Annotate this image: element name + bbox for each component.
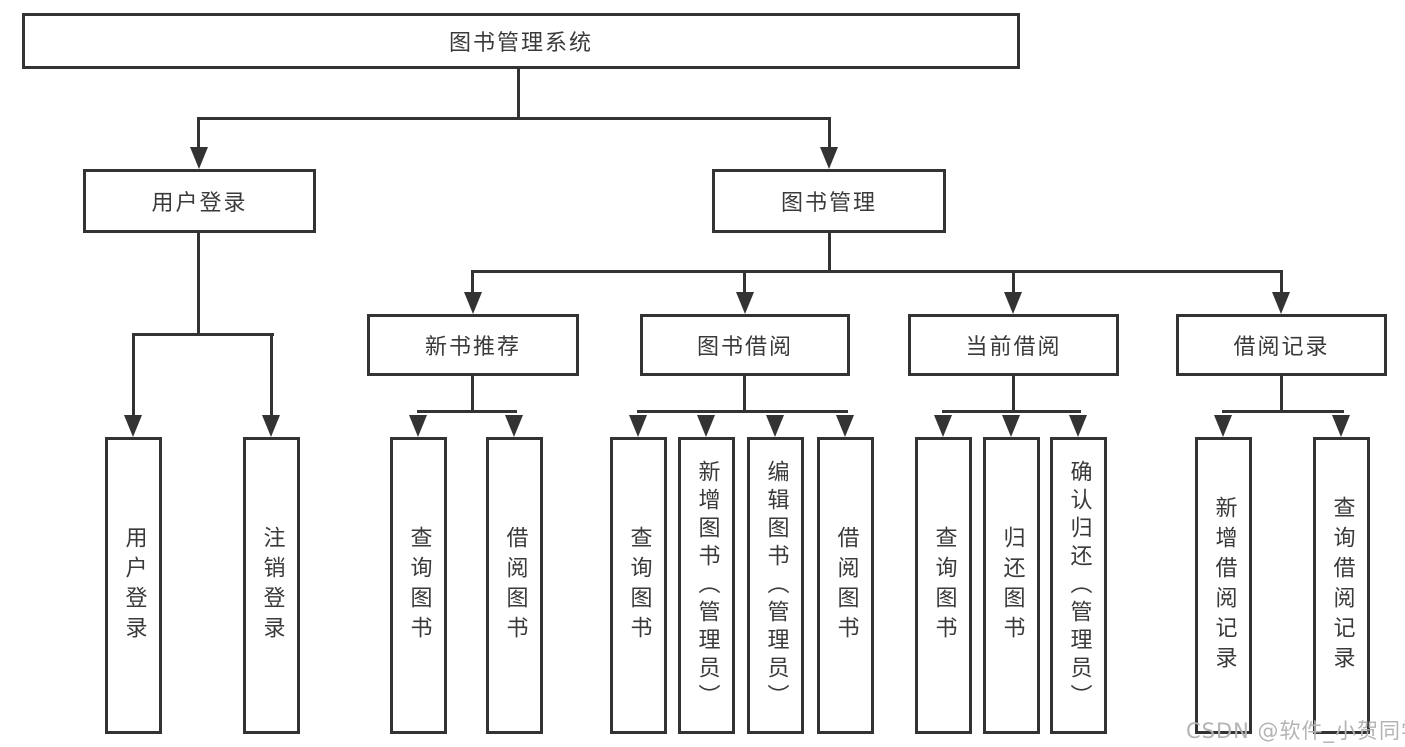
- arrow-down-icon: [464, 292, 482, 314]
- node-new-book-recommend: 新书推荐: [367, 314, 579, 376]
- leaf-edit-book-admin-label: 编辑图书（管理员）: [763, 459, 789, 712]
- connector-line: [1280, 376, 1283, 412]
- connector-line: [517, 69, 520, 119]
- leaf-return-books: 归还图书: [983, 437, 1040, 734]
- watermark: CSDN @软件_小贺同学: [1186, 719, 1405, 743]
- connector-line: [197, 233, 200, 335]
- arrow-down-icon: [1332, 415, 1350, 437]
- node-new-book-recommend-label: 新书推荐: [424, 335, 521, 360]
- arrow-down-icon: [124, 415, 142, 437]
- connector-line: [471, 270, 474, 296]
- node-book-management-label: 图书管理: [780, 191, 877, 216]
- arrow-down-icon: [1069, 415, 1087, 437]
- leaf-user-login-label: 用户登录: [121, 525, 147, 646]
- connector-line: [197, 117, 200, 150]
- connector-line: [1222, 410, 1344, 413]
- arrow-down-icon: [1214, 415, 1232, 437]
- leaf-edit-book-admin: 编辑图书（管理员）: [747, 437, 804, 734]
- arrow-down-icon: [409, 415, 427, 437]
- leaf-user-login: 用户登录: [105, 437, 162, 734]
- leaf-add-book-admin: 新增图书（管理员）: [678, 437, 735, 734]
- arrow-down-icon: [766, 415, 784, 437]
- connector-line: [1280, 270, 1283, 296]
- connector-line: [417, 410, 517, 413]
- leaf-query-books-recommend-label: 查询图书: [406, 525, 432, 646]
- connector-line: [743, 270, 746, 296]
- leaf-add-book-admin-label: 新增图书（管理员）: [694, 459, 720, 712]
- node-book-borrowing-label: 图书借阅: [696, 335, 793, 360]
- leaf-borrow-books-borrowing-label: 借阅图书: [833, 525, 859, 646]
- leaf-query-books-current: 查询图书: [915, 437, 972, 734]
- leaf-query-books-borrowing-label: 查询图书: [626, 525, 652, 646]
- node-borrow-records: 借阅记录: [1176, 314, 1387, 376]
- leaf-logout-label: 注销登录: [259, 525, 285, 646]
- arrow-down-icon: [190, 147, 208, 169]
- connector-line: [471, 376, 474, 412]
- node-book-borrowing: 图书借阅: [640, 314, 850, 376]
- arrow-down-icon: [1004, 292, 1022, 314]
- leaf-return-books-label: 归还图书: [999, 525, 1025, 646]
- connector-line: [471, 270, 1283, 273]
- leaf-add-borrow-record: 新增借阅记录: [1195, 437, 1252, 734]
- arrow-down-icon: [1002, 415, 1020, 437]
- leaf-borrow-books-recommend-label: 借阅图书: [502, 525, 528, 646]
- leaf-query-borrow-record-label: 查询借阅记录: [1329, 495, 1355, 676]
- connector-line: [743, 376, 746, 412]
- arrow-down-icon: [836, 415, 854, 437]
- node-root: 图书管理系统: [22, 13, 1020, 69]
- connector-line: [1012, 270, 1015, 296]
- node-borrow-records-label: 借阅记录: [1233, 335, 1330, 360]
- arrow-down-icon: [505, 415, 523, 437]
- node-root-label: 图书管理系统: [448, 31, 593, 56]
- leaf-query-books-recommend: 查询图书: [390, 437, 447, 734]
- leaf-confirm-return-admin-label: 确认归还（管理员）: [1066, 459, 1092, 712]
- leaf-borrow-books-borrowing: 借阅图书: [817, 437, 874, 734]
- connector-line: [132, 333, 135, 418]
- connector-line: [828, 117, 831, 150]
- leaf-query-borrow-record: 查询借阅记录: [1313, 437, 1370, 734]
- node-book-management: 图书管理: [712, 169, 946, 233]
- node-user-login-label: 用户登录: [151, 191, 248, 216]
- connector-line: [1012, 376, 1015, 412]
- node-user-login: 用户登录: [83, 169, 316, 233]
- leaf-query-books-current-label: 查询图书: [931, 525, 957, 646]
- connector-line: [828, 233, 831, 272]
- connector-line: [942, 410, 1081, 413]
- connector-line: [270, 333, 273, 418]
- leaf-borrow-books-recommend: 借阅图书: [486, 437, 543, 734]
- arrow-down-icon: [697, 415, 715, 437]
- arrow-down-icon: [629, 415, 647, 437]
- leaf-add-borrow-record-label: 新增借阅记录: [1211, 495, 1237, 676]
- node-current-borrowing-label: 当前借阅: [965, 335, 1062, 360]
- connector-line: [197, 117, 831, 120]
- leaf-logout: 注销登录: [243, 437, 300, 734]
- arrow-down-icon: [820, 147, 838, 169]
- leaf-query-books-borrowing: 查询图书: [610, 437, 667, 734]
- connector-line: [132, 333, 274, 336]
- connector-line: [637, 410, 848, 413]
- node-current-borrowing: 当前借阅: [908, 314, 1119, 376]
- arrow-down-icon: [934, 415, 952, 437]
- leaf-confirm-return-admin: 确认归还（管理员）: [1050, 437, 1107, 734]
- arrow-down-icon: [736, 292, 754, 314]
- arrow-down-icon: [262, 415, 280, 437]
- arrow-down-icon: [1272, 292, 1290, 314]
